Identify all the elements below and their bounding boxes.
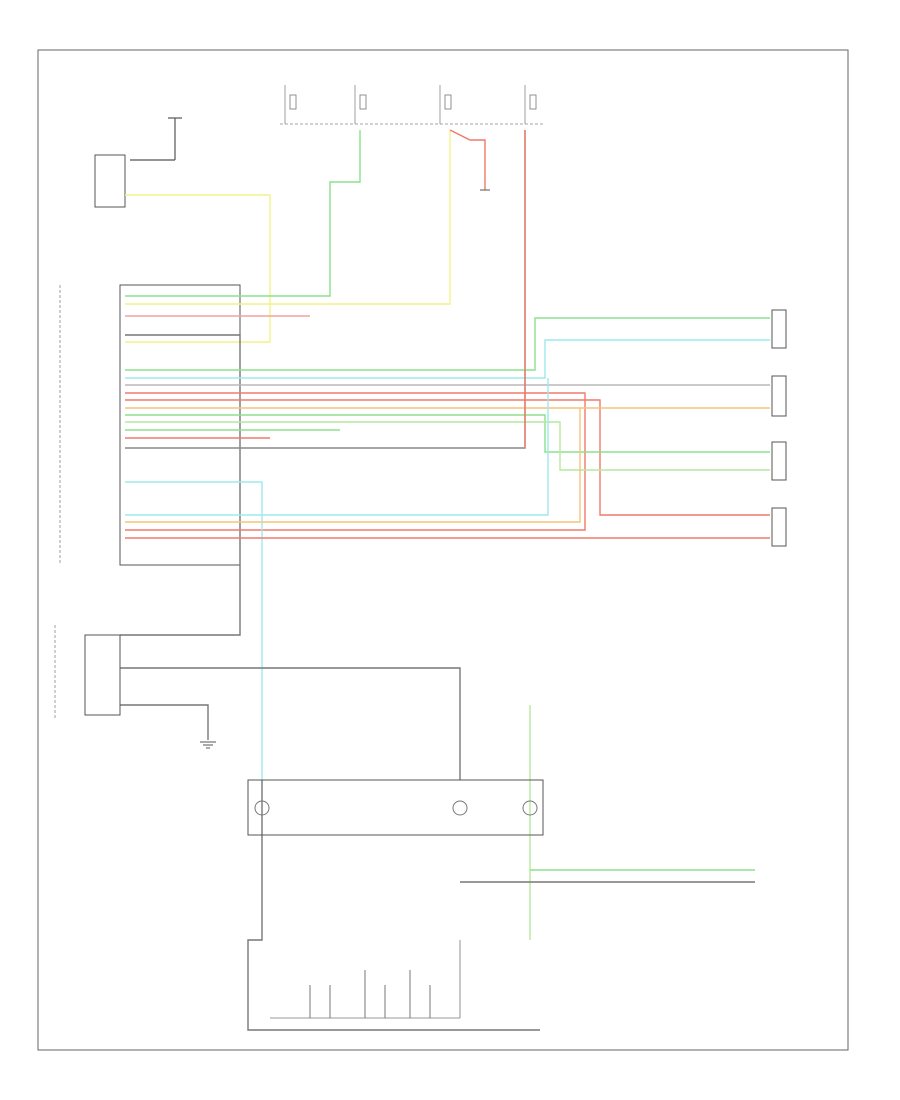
speaker-left-rear [771, 375, 787, 417]
wire-gray-1 [120, 334, 241, 636]
wire-gray-6 [247, 780, 540, 1031]
wire-red-2 [125, 399, 770, 516]
wire-red-1 [125, 392, 586, 531]
wire-green-spk-1 [125, 317, 770, 371]
wire-cyan-1 [125, 339, 770, 379]
ground-symbols [200, 189, 490, 749]
speaker-left-front [771, 309, 787, 349]
wires [120, 129, 770, 1031]
antenna-module [94, 154, 126, 208]
fuse-2 [359, 94, 367, 110]
speakers [771, 309, 787, 547]
radio-connector [59, 284, 241, 566]
wire-yellow-2 [125, 130, 451, 305]
connector-3 [522, 800, 538, 816]
speaker-right-front [771, 441, 787, 481]
wire-cyan-2 [125, 481, 263, 780]
wire-cyan-3 [125, 378, 549, 516]
remote-module [247, 779, 544, 836]
wire-yellow-1 [125, 194, 271, 343]
fuse-3 [444, 94, 452, 110]
fuse-panel [280, 85, 545, 125]
fuse-4 [529, 94, 537, 110]
wire-orange-2 [125, 408, 581, 523]
wire-green-2 [125, 414, 770, 453]
connector-1 [254, 800, 270, 816]
speaker-right-rear [771, 507, 787, 547]
wire-green-1 [125, 130, 361, 297]
antenna [94, 117, 182, 208]
wire-green-3 [125, 421, 770, 471]
steering-switches [270, 940, 461, 1019]
wire-gray-3 [120, 667, 461, 780]
wire-gray-4 [120, 704, 209, 740]
connector-2 [452, 800, 468, 816]
fuse-1 [289, 94, 297, 110]
wire-red-feed [449, 129, 486, 190]
switch-module [54, 625, 121, 720]
diagram-frame [37, 49, 849, 1051]
